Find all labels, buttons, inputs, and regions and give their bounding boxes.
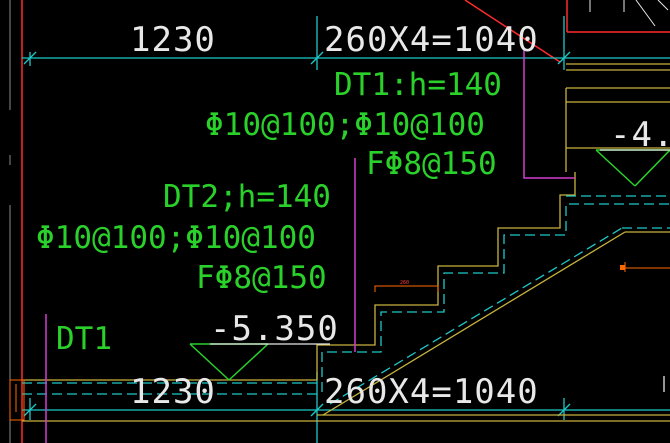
leader-lines: [45, 48, 575, 443]
grid-lines: [21, 0, 670, 443]
dimension-bottom-left: 1230: [130, 372, 216, 412]
top-dimension-line: [22, 16, 670, 70]
lower-landing-slab: [9, 379, 670, 422]
dimension-top-left: 1230: [130, 20, 216, 60]
stair-profile: [316, 63, 670, 416]
level-lower: -5.350: [210, 309, 339, 349]
dt1-rebar-distribution: FΦ8@150: [366, 146, 497, 182]
dimension-bottom-right: 260X4=1040: [324, 372, 539, 412]
upper-right-frame: [589, 0, 669, 27]
level-marker-lower: [189, 343, 330, 381]
dt2-title: DT2;h=140: [163, 179, 331, 215]
dt2-rebar-distribution: FΦ8@150: [196, 260, 327, 296]
dt2-rebar-main: Φ10@100;Φ10@100: [36, 220, 316, 256]
bottom-dimension-line: [22, 372, 670, 443]
stair-rebar: [321, 195, 670, 405]
level-marker-upper: [595, 149, 670, 187]
dimension-step-small: 260: [400, 280, 409, 286]
dt1-title: DT1:h=140: [334, 67, 502, 103]
section-mark: [620, 265, 625, 270]
level-upper-partial: -4.: [610, 115, 670, 155]
dt1-rebar-main: Φ10@100;Φ10@100: [205, 107, 485, 143]
dimension-top-right: 260X4=1040: [324, 20, 539, 60]
dt1-tag: DT1: [56, 321, 112, 357]
